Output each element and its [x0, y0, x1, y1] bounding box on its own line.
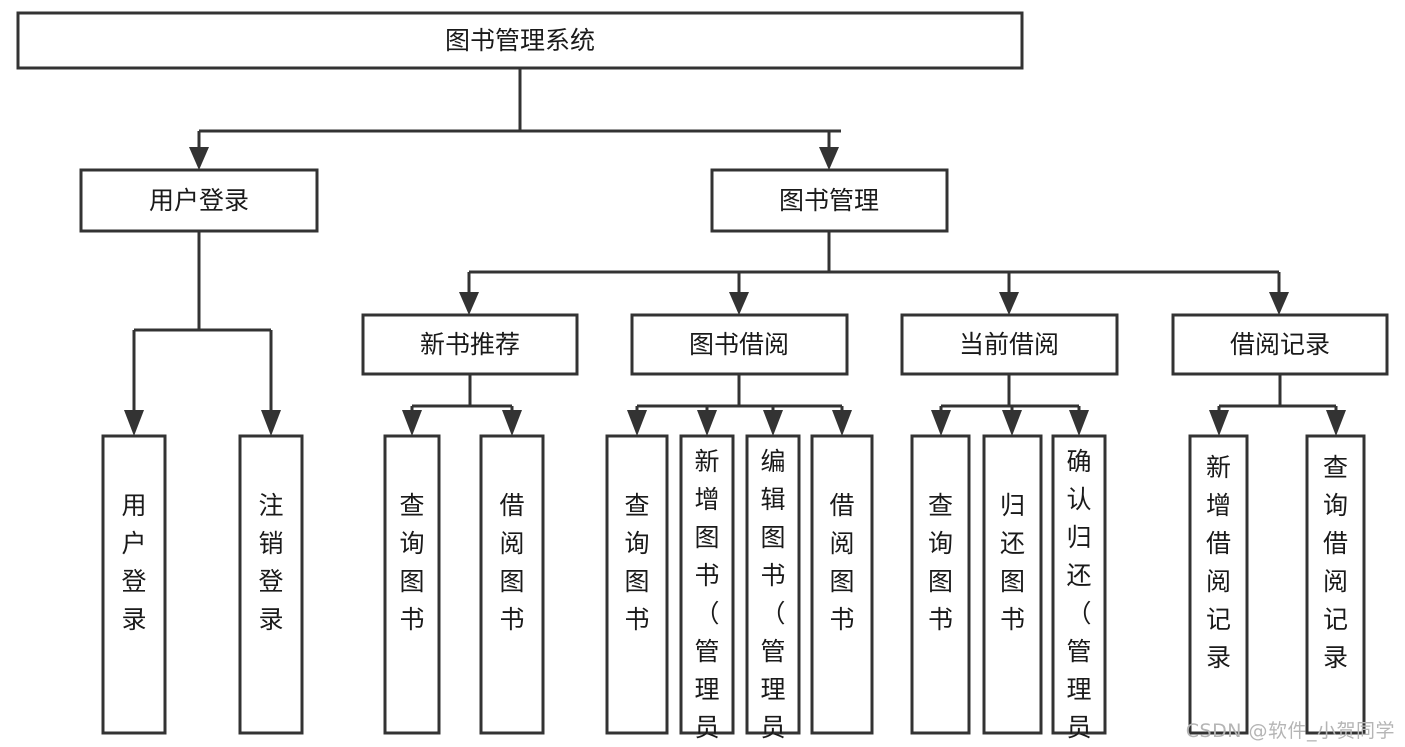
node-leaf-query-borrow-record[interactable]: 查询借阅记录 [1305, 434, 1366, 735]
node-root-label: 图书管理系统 [445, 26, 595, 55]
node-leaf-add-book-admin[interactable]: 新增图书（管理员） [679, 434, 735, 747]
connector-newbook-to-leaves [402, 374, 522, 436]
arrow-head-icon [1002, 410, 1022, 436]
node-leaf-box[interactable] [1188, 434, 1249, 735]
node-leaf-query-book-1[interactable]: 查询图书 [383, 434, 441, 735]
node-leaf-confirm-return-admin[interactable]: 确认归还（管理员） [1051, 434, 1107, 747]
node-user-login-box[interactable] [79, 168, 319, 233]
arrow-head-icon [627, 410, 647, 436]
arrow-head-icon [402, 410, 422, 436]
arrow-head-icon [261, 410, 281, 436]
node-leaf-label: 注销登录 [258, 491, 283, 634]
node-leaf-label: 借阅图书 [499, 491, 524, 634]
node-leaf-label: 查询图书 [624, 491, 649, 634]
node-leaf-box[interactable] [982, 434, 1043, 735]
node-leaf-box[interactable] [810, 434, 874, 735]
node-leaf-user-login-leaf[interactable]: 用户登录 [101, 434, 167, 735]
leaf-nodes-layer: 用户登录 注销登录 查询图书 借阅图书 查询图书 新增图书（管理员） 编辑图书（管理员） 借阅… [101, 434, 1366, 747]
node-leaf-label: 新增借阅记录 [1206, 453, 1231, 672]
arrow-head-icon [697, 410, 717, 436]
connector-root-to-level2 [189, 68, 841, 170]
node-borrow-record[interactable]: 借阅记录 [1171, 313, 1389, 376]
node-book-manage-box[interactable] [710, 168, 949, 233]
arrow-head-icon [729, 292, 749, 315]
connector-bookmanage-to-level3 [459, 231, 1289, 315]
node-leaf-edit-book-admin[interactable]: 编辑图书（管理员） [745, 434, 801, 747]
node-leaf-box[interactable] [383, 434, 441, 735]
connector-bookborrow-to-leaves [627, 374, 852, 436]
node-leaf-box[interactable] [745, 434, 801, 735]
arrow-head-icon [763, 410, 783, 436]
arrow-head-icon [999, 292, 1019, 315]
arrow-head-icon [502, 410, 522, 436]
arrow-head-icon [819, 147, 839, 170]
node-new-book-recommend-box[interactable] [361, 313, 579, 376]
node-new-book-recommend[interactable]: 新书推荐 [361, 313, 579, 376]
node-leaf-box[interactable] [1305, 434, 1366, 735]
node-current-borrow-box[interactable] [900, 313, 1119, 376]
node-leaf-box[interactable] [101, 434, 167, 735]
connectors-layer [124, 68, 1346, 436]
node-leaf-box[interactable] [238, 434, 304, 735]
node-leaf-query-book-2[interactable]: 查询图书 [605, 434, 669, 735]
node-borrow-record-box[interactable] [1171, 313, 1389, 376]
arrow-head-icon [1209, 410, 1229, 436]
connector-currentborrow-to-leaves [931, 374, 1089, 436]
arrow-head-icon [1069, 410, 1089, 436]
node-leaf-box[interactable] [679, 434, 735, 735]
node-borrow-record-label: 借阅记录 [1230, 330, 1330, 359]
node-leaf-box[interactable] [605, 434, 669, 735]
node-book-manage[interactable]: 图书管理 [710, 168, 949, 233]
node-leaf-label: 归还图书 [1000, 491, 1025, 634]
arrow-head-icon [189, 147, 209, 170]
node-leaf-query-book-3[interactable]: 查询图书 [910, 434, 971, 735]
node-leaf-box[interactable] [1051, 434, 1107, 735]
node-new-book-recommend-label: 新书推荐 [420, 330, 520, 359]
arrow-head-icon [832, 410, 852, 436]
node-user-login[interactable]: 用户登录 [79, 168, 319, 233]
node-book-manage-label: 图书管理 [779, 186, 879, 215]
node-leaf-return-book[interactable]: 归还图书 [982, 434, 1043, 735]
node-current-borrow[interactable]: 当前借阅 [900, 313, 1119, 376]
node-leaf-box[interactable] [910, 434, 971, 735]
connector-borrowrecord-to-leaves [1209, 374, 1346, 436]
node-leaf-box[interactable] [479, 434, 545, 735]
node-leaf-label: 确认归还（管理员） [1066, 447, 1091, 747]
node-leaf-label: 编辑图书（管理员） [760, 447, 785, 747]
node-book-borrow[interactable]: 图书借阅 [630, 313, 849, 376]
node-leaf-add-borrow-record[interactable]: 新增借阅记录 [1188, 434, 1249, 735]
node-leaf-label: 查询借阅记录 [1323, 453, 1348, 672]
arrow-head-icon [1326, 410, 1346, 436]
node-leaf-borrow-book-1[interactable]: 借阅图书 [479, 434, 545, 735]
node-leaf-borrow-book-2[interactable]: 借阅图书 [810, 434, 874, 735]
node-root[interactable]: 图书管理系统 [16, 11, 1024, 70]
node-root-box[interactable] [16, 11, 1024, 70]
node-leaf-label: 查询图书 [399, 491, 424, 634]
arrow-head-icon [459, 292, 479, 315]
node-book-borrow-label: 图书借阅 [689, 330, 789, 359]
connector-userlogin-to-leaves [124, 231, 281, 436]
arrow-head-icon [124, 410, 144, 436]
arrow-head-icon [1269, 292, 1289, 315]
node-user-login-label: 用户登录 [149, 186, 249, 215]
node-book-borrow-box[interactable] [630, 313, 849, 376]
node-current-borrow-label: 当前借阅 [959, 330, 1059, 359]
node-leaf-label: 借阅图书 [829, 491, 854, 634]
node-leaf-user-logout-leaf[interactable]: 注销登录 [238, 434, 304, 735]
node-leaf-label: 查询图书 [928, 491, 953, 634]
node-leaf-label: 新增图书（管理员） [694, 447, 719, 747]
node-leaf-label: 用户登录 [121, 491, 146, 634]
arrow-head-icon [931, 410, 951, 436]
